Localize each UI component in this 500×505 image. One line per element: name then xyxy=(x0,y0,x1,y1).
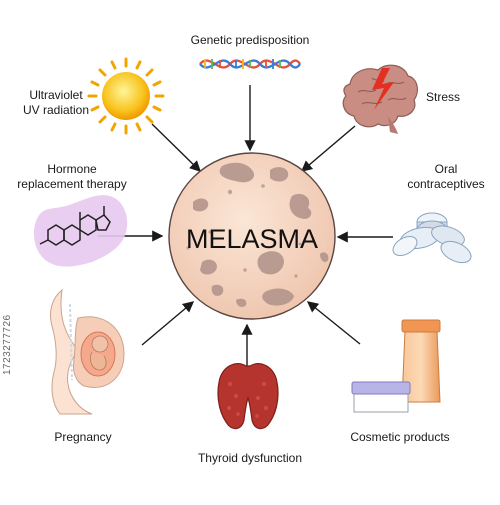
label-oral-line1: Oral xyxy=(434,162,458,176)
label-uv-line1: Ultraviolet xyxy=(29,88,83,102)
stock-id: 1723277726 xyxy=(2,314,13,375)
label-stress: Stress xyxy=(425,90,460,104)
label-hormone-line2: replacement therapy xyxy=(17,177,127,191)
steroid-molecule-icon xyxy=(33,195,128,267)
brain-icon xyxy=(342,64,418,134)
label-oral-line2: contraceptives xyxy=(407,177,485,191)
melasma-face: MELASMA xyxy=(168,152,336,320)
label-pregnancy: Pregnancy xyxy=(54,430,112,444)
label-thyroid: Thyroid dysfunction xyxy=(197,451,303,465)
cosmetic-products-icon xyxy=(351,319,441,413)
dna-icon xyxy=(199,59,301,69)
label-cosmetic: Cosmetic products xyxy=(350,430,450,444)
thyroid-icon xyxy=(217,363,279,430)
pills-icon xyxy=(392,212,472,264)
label-uv-line2: UV radiation xyxy=(22,103,90,117)
arrow-uv xyxy=(151,123,202,172)
arrow-stress xyxy=(300,125,356,172)
label-genetic: Genetic predisposition xyxy=(190,33,310,47)
sun-icon xyxy=(87,57,165,135)
arrow-pregnancy xyxy=(141,301,195,346)
arrow-cosmetic xyxy=(306,301,361,345)
label-hormone-line1: Hormone xyxy=(47,162,97,176)
center-title: MELASMA xyxy=(186,224,318,254)
pregnancy-icon xyxy=(49,288,125,415)
